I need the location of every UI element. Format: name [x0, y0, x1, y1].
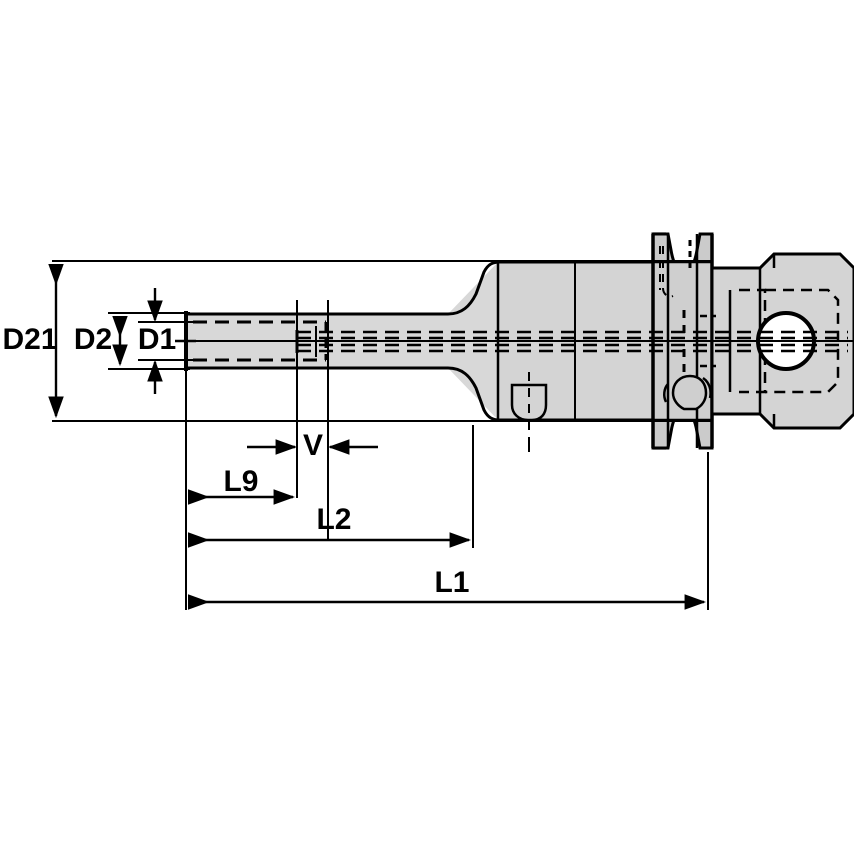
dimension-V: V — [247, 429, 378, 462]
dimension-label-L1: L1 — [434, 566, 469, 599]
tool-holder-geometry — [176, 232, 854, 540]
dimension-L2: L2 — [187, 425, 474, 548]
dimension-annotations: D21 D2 D1 V — [2, 260, 712, 610]
dimension-L9: L9 — [185, 371, 296, 610]
dimension-label-L2: L2 — [316, 503, 351, 536]
dimension-L1: L1 — [187, 452, 709, 610]
dimension-label-V: V — [303, 429, 323, 462]
drive-lug-arc-right — [702, 376, 712, 399]
dimension-label-D1: D1 — [138, 323, 176, 356]
flange-bore-hidden — [700, 314, 716, 368]
dimension-D1: D1 — [138, 288, 196, 394]
taper-bottom-profile — [447, 366, 501, 422]
drive-lug-arc-left — [663, 383, 669, 403]
flange-hidden-edge-b — [662, 246, 674, 298]
taper-top-profile — [447, 260, 501, 316]
dimension-label-L9: L9 — [223, 465, 258, 498]
dimension-label-D21: D21 — [2, 323, 57, 356]
internal-bore-lines — [193, 320, 848, 362]
dimension-label-D2: D2 — [74, 323, 112, 356]
dimension-D21: D21 — [2, 260, 712, 422]
drive-lug — [671, 374, 708, 411]
dimension-D2: D2 — [74, 312, 190, 370]
